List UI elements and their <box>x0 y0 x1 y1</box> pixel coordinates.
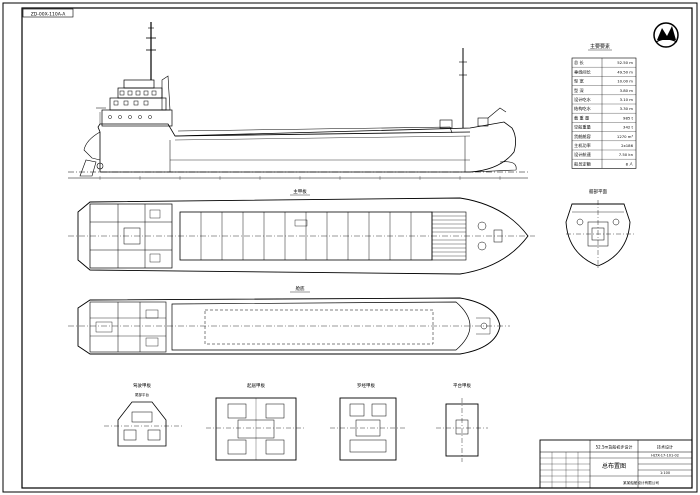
drawing-number-text: ZD-00X-110A-A <box>31 12 66 18</box>
particulars-row-label: 船员定额 <box>574 160 592 167</box>
particulars-row-value: 7.50 kn <box>619 152 634 157</box>
particulars-row-value: 3.30 m <box>620 106 634 111</box>
particulars-title: 主要要素 <box>590 43 610 50</box>
particulars-row-label: 总 长 <box>574 59 585 66</box>
particulars-row-label: 空船重量 <box>574 124 591 131</box>
title-block-drawing-no: HLTX-17-101-02 <box>651 454 679 458</box>
particulars-row-label: 货舱舱容 <box>574 133 591 140</box>
particulars-row-value: 1270 m³ <box>617 134 634 139</box>
section-a-title: 驾驶甲板 <box>133 382 151 389</box>
particulars-row-label: 型 深 <box>574 87 584 94</box>
upper-deck-title: 主甲板 <box>293 188 307 195</box>
particulars-row-value: 8 人 <box>626 161 634 166</box>
section-c-view <box>330 397 406 461</box>
section-b-view <box>206 397 306 461</box>
particulars-row-label: 型 宽 <box>574 78 585 85</box>
particulars-row-value: 2x186 <box>621 143 633 148</box>
particulars-row-value: 342 t <box>623 125 633 130</box>
bow-section-title: 艏部平面 <box>589 188 607 195</box>
lower-deck-plan <box>68 297 510 355</box>
particulars-row-label: 主机功率 <box>574 142 591 149</box>
profile-view <box>68 22 528 180</box>
particulars-row-value: 10.00 m <box>617 79 633 84</box>
title-block-project: 52.5m货船初步设计 <box>596 444 633 450</box>
particulars-row-label: 载 重 量 <box>574 114 589 121</box>
particulars-row-label: 设计航速 <box>574 151 592 158</box>
company-logo <box>653 22 679 48</box>
section-a-subtitle: 尾部平台 <box>135 392 149 397</box>
drawing-number-box: ZD-00X-110A-A <box>22 8 74 18</box>
lower-deck-title: 舱底 <box>296 285 305 292</box>
title-block-stage: 技术设计 <box>657 444 673 450</box>
upper-deck-plan <box>68 197 535 275</box>
bow-section-view <box>565 200 634 270</box>
particulars-row-value: 49.50 m <box>617 69 633 74</box>
section-d-view <box>436 398 488 462</box>
section-b-title: 起居甲板 <box>247 382 265 389</box>
section-a-view <box>104 401 182 447</box>
particulars-row-value: 3.80 m <box>620 88 634 93</box>
title-block-scale: 1:100 <box>660 471 670 475</box>
section-c-title: 罗经甲板 <box>357 382 375 389</box>
particulars-table: 主要要素 总 长 52.50 m 垂线间长 49.50 m 型 宽 10.00 m 型 深 3… <box>571 43 637 169</box>
particulars-row-label: 结构吃水 <box>574 105 592 112</box>
particulars-row-label: 设计吃水 <box>574 96 592 103</box>
particulars-row-value: 985 t <box>623 115 633 120</box>
section-d-title: 平台甲板 <box>453 382 471 389</box>
particulars-row-value: 3.10 m <box>620 97 634 102</box>
inner-border <box>21 7 693 489</box>
particulars-row-label: 垂线间长 <box>574 68 592 75</box>
particulars-row-value: 52.50 m <box>617 60 633 65</box>
title-block <box>539 439 693 489</box>
title-block-company: 某某船舶设计有限公司 <box>623 480 659 485</box>
title-block-drawing-name: 总布置图 <box>602 462 626 470</box>
